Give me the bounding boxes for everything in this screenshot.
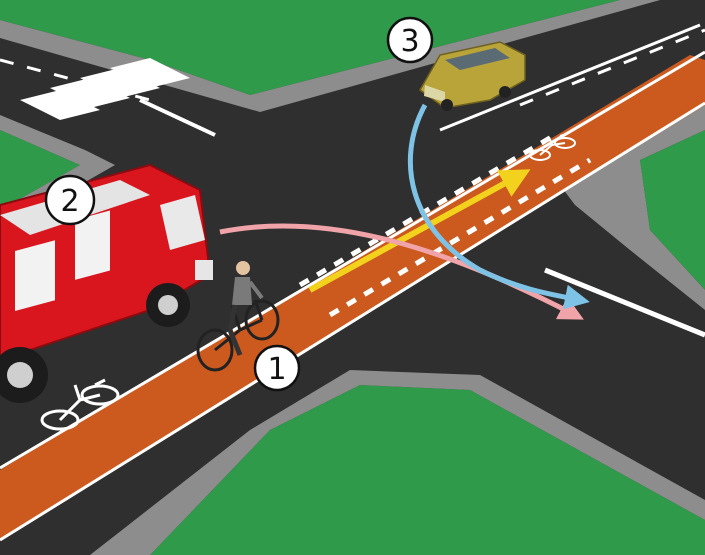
marker-2: 2 (44, 174, 96, 226)
lane-dashes-right-road (519, 28, 705, 107)
grass-bottom (150, 385, 705, 555)
marker-3-label: 3 (400, 24, 419, 59)
cyclist (196, 261, 280, 372)
marker-2-label: 2 (60, 184, 79, 219)
lane-line-bottom-right (544, 267, 705, 338)
grass-right (640, 130, 705, 290)
grass-top (0, 0, 620, 95)
zebra-crossing (20, 58, 190, 120)
lane-line-right-road (439, 23, 701, 132)
marker-3: 3 (386, 16, 434, 64)
lane-line-top-stop (139, 98, 216, 137)
marker-1-label: 1 (267, 352, 286, 387)
bicycle-lane-icon (40, 378, 120, 431)
cyclist-path-arrow (308, 169, 531, 293)
fire-truck-path-arrow (219, 223, 584, 320)
sidewalk-right (560, 105, 705, 310)
bike-lane-crossing-dashes-top (298, 132, 557, 288)
car-path-arrow (407, 103, 590, 310)
grass-left (0, 130, 80, 210)
car (419, 41, 526, 111)
marker-1: 1 (253, 344, 301, 392)
bicycle-lane-icon (529, 133, 576, 161)
sidewalk-bottom (90, 370, 705, 555)
bike-lane-edge-bottom (0, 101, 705, 542)
